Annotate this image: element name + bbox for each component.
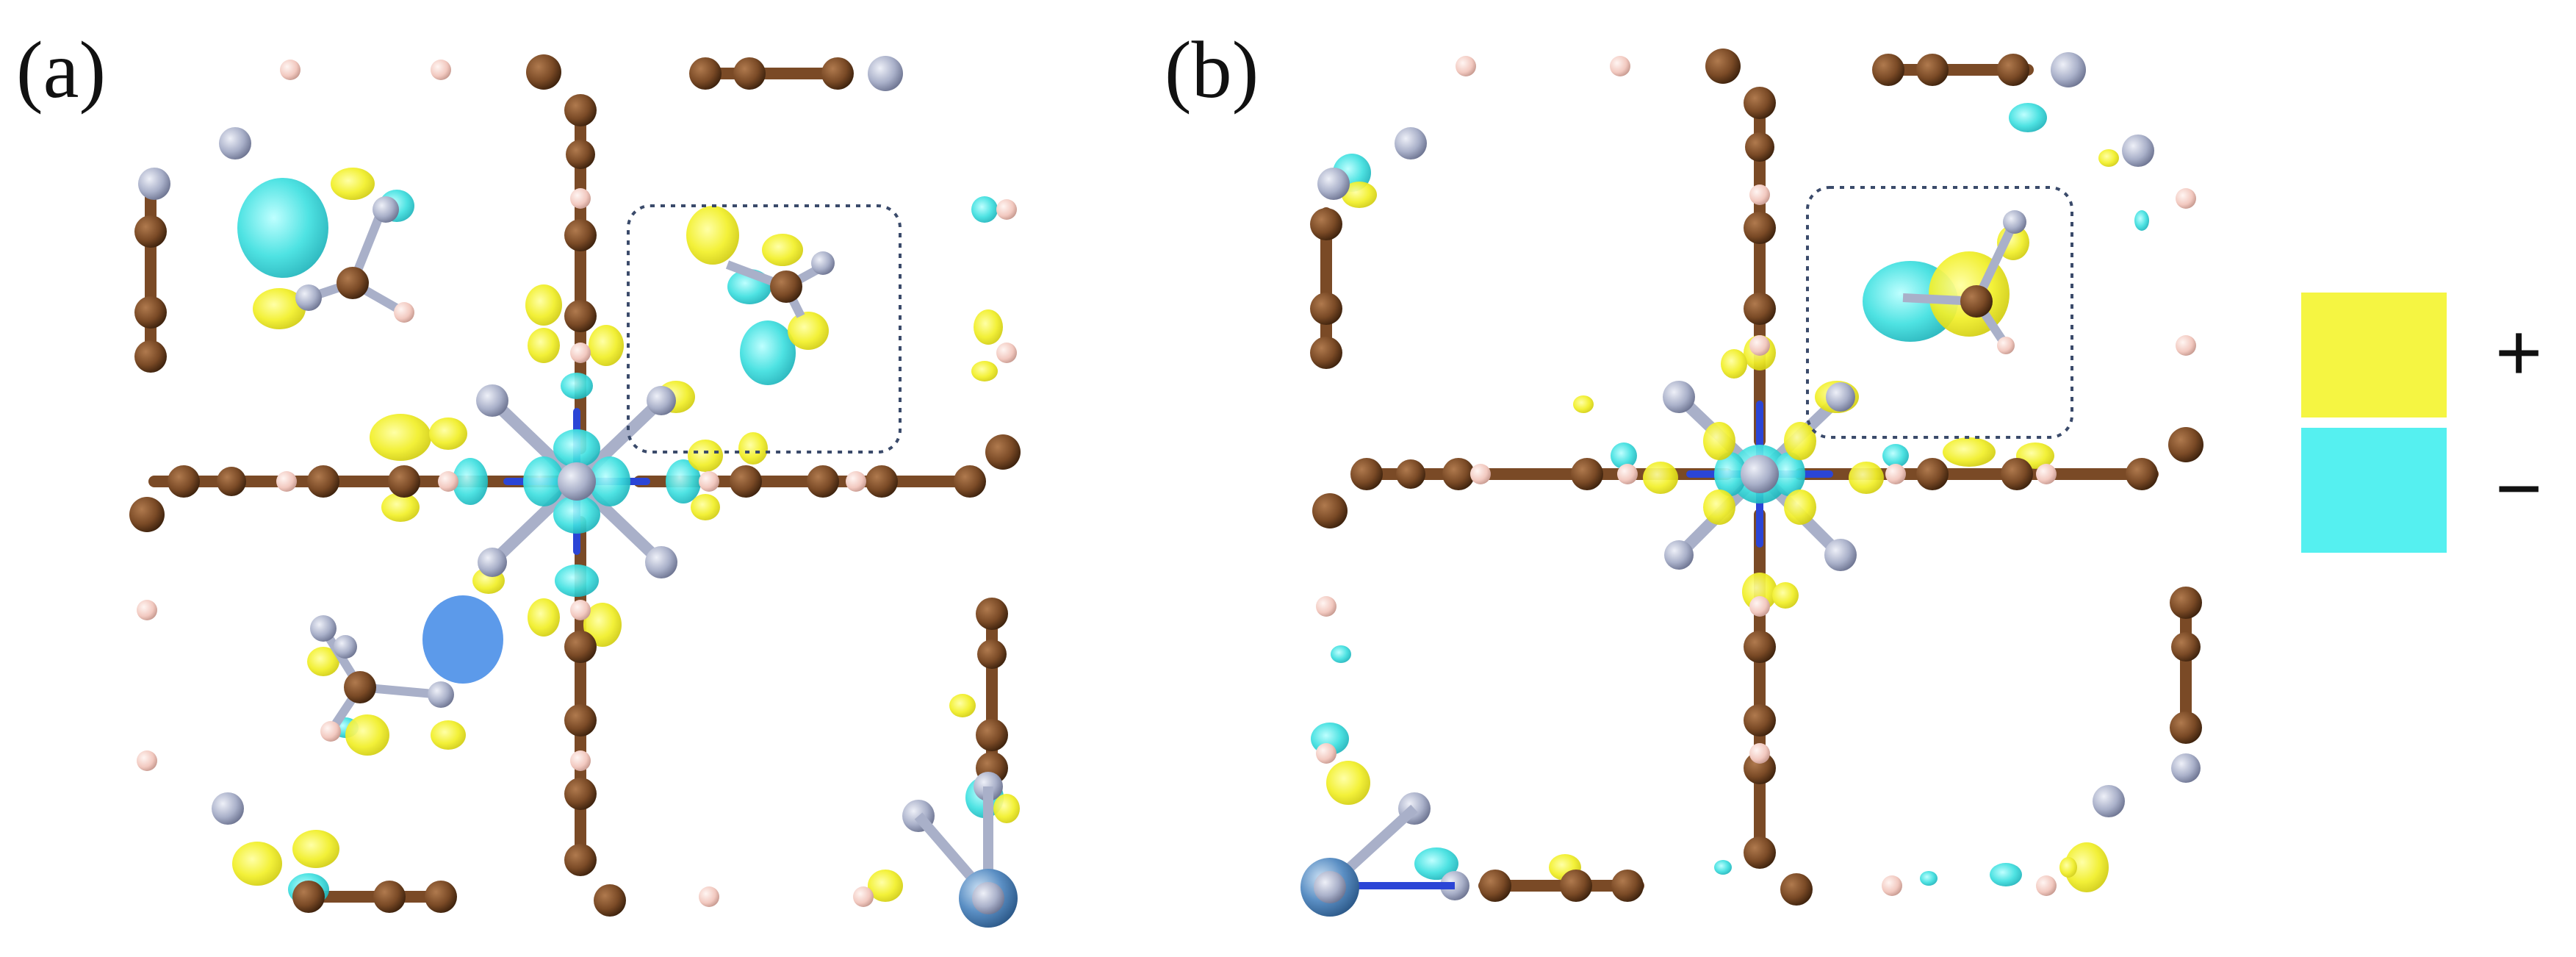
hydrogen-atoms bbox=[137, 60, 1017, 907]
legend-negative-swatch bbox=[2301, 428, 2447, 553]
panel-a-structure bbox=[129, 54, 1021, 928]
panel-b-structure bbox=[1300, 49, 2203, 917]
metal-atom-a bbox=[914, 786, 1018, 928]
molecule-upper-left bbox=[295, 196, 414, 323]
carbon-atoms-b bbox=[1310, 49, 2203, 906]
legend-negative-sign: − bbox=[2495, 443, 2543, 534]
positive-isosurfaces bbox=[232, 168, 1020, 902]
nitrogen-atoms-b bbox=[1317, 52, 2201, 900]
legend-positive-swatch bbox=[2301, 293, 2447, 417]
panel-a-label: (a) bbox=[16, 25, 107, 115]
hydrogen-atoms-b bbox=[1316, 56, 2196, 896]
metal-density-blob bbox=[422, 595, 503, 684]
carbon-atoms bbox=[129, 54, 1021, 917]
molecule-boxed-b bbox=[1902, 210, 2026, 354]
metal-atom-b bbox=[1300, 804, 1455, 917]
nitrogen-atoms bbox=[138, 56, 1003, 832]
molecule-lower-left bbox=[310, 615, 454, 742]
molecule-boxed-a bbox=[725, 251, 835, 318]
highlight-box-a bbox=[627, 204, 902, 454]
legend-positive-sign: + bbox=[2495, 307, 2543, 398]
panel-b-label: (b) bbox=[1165, 25, 1259, 115]
